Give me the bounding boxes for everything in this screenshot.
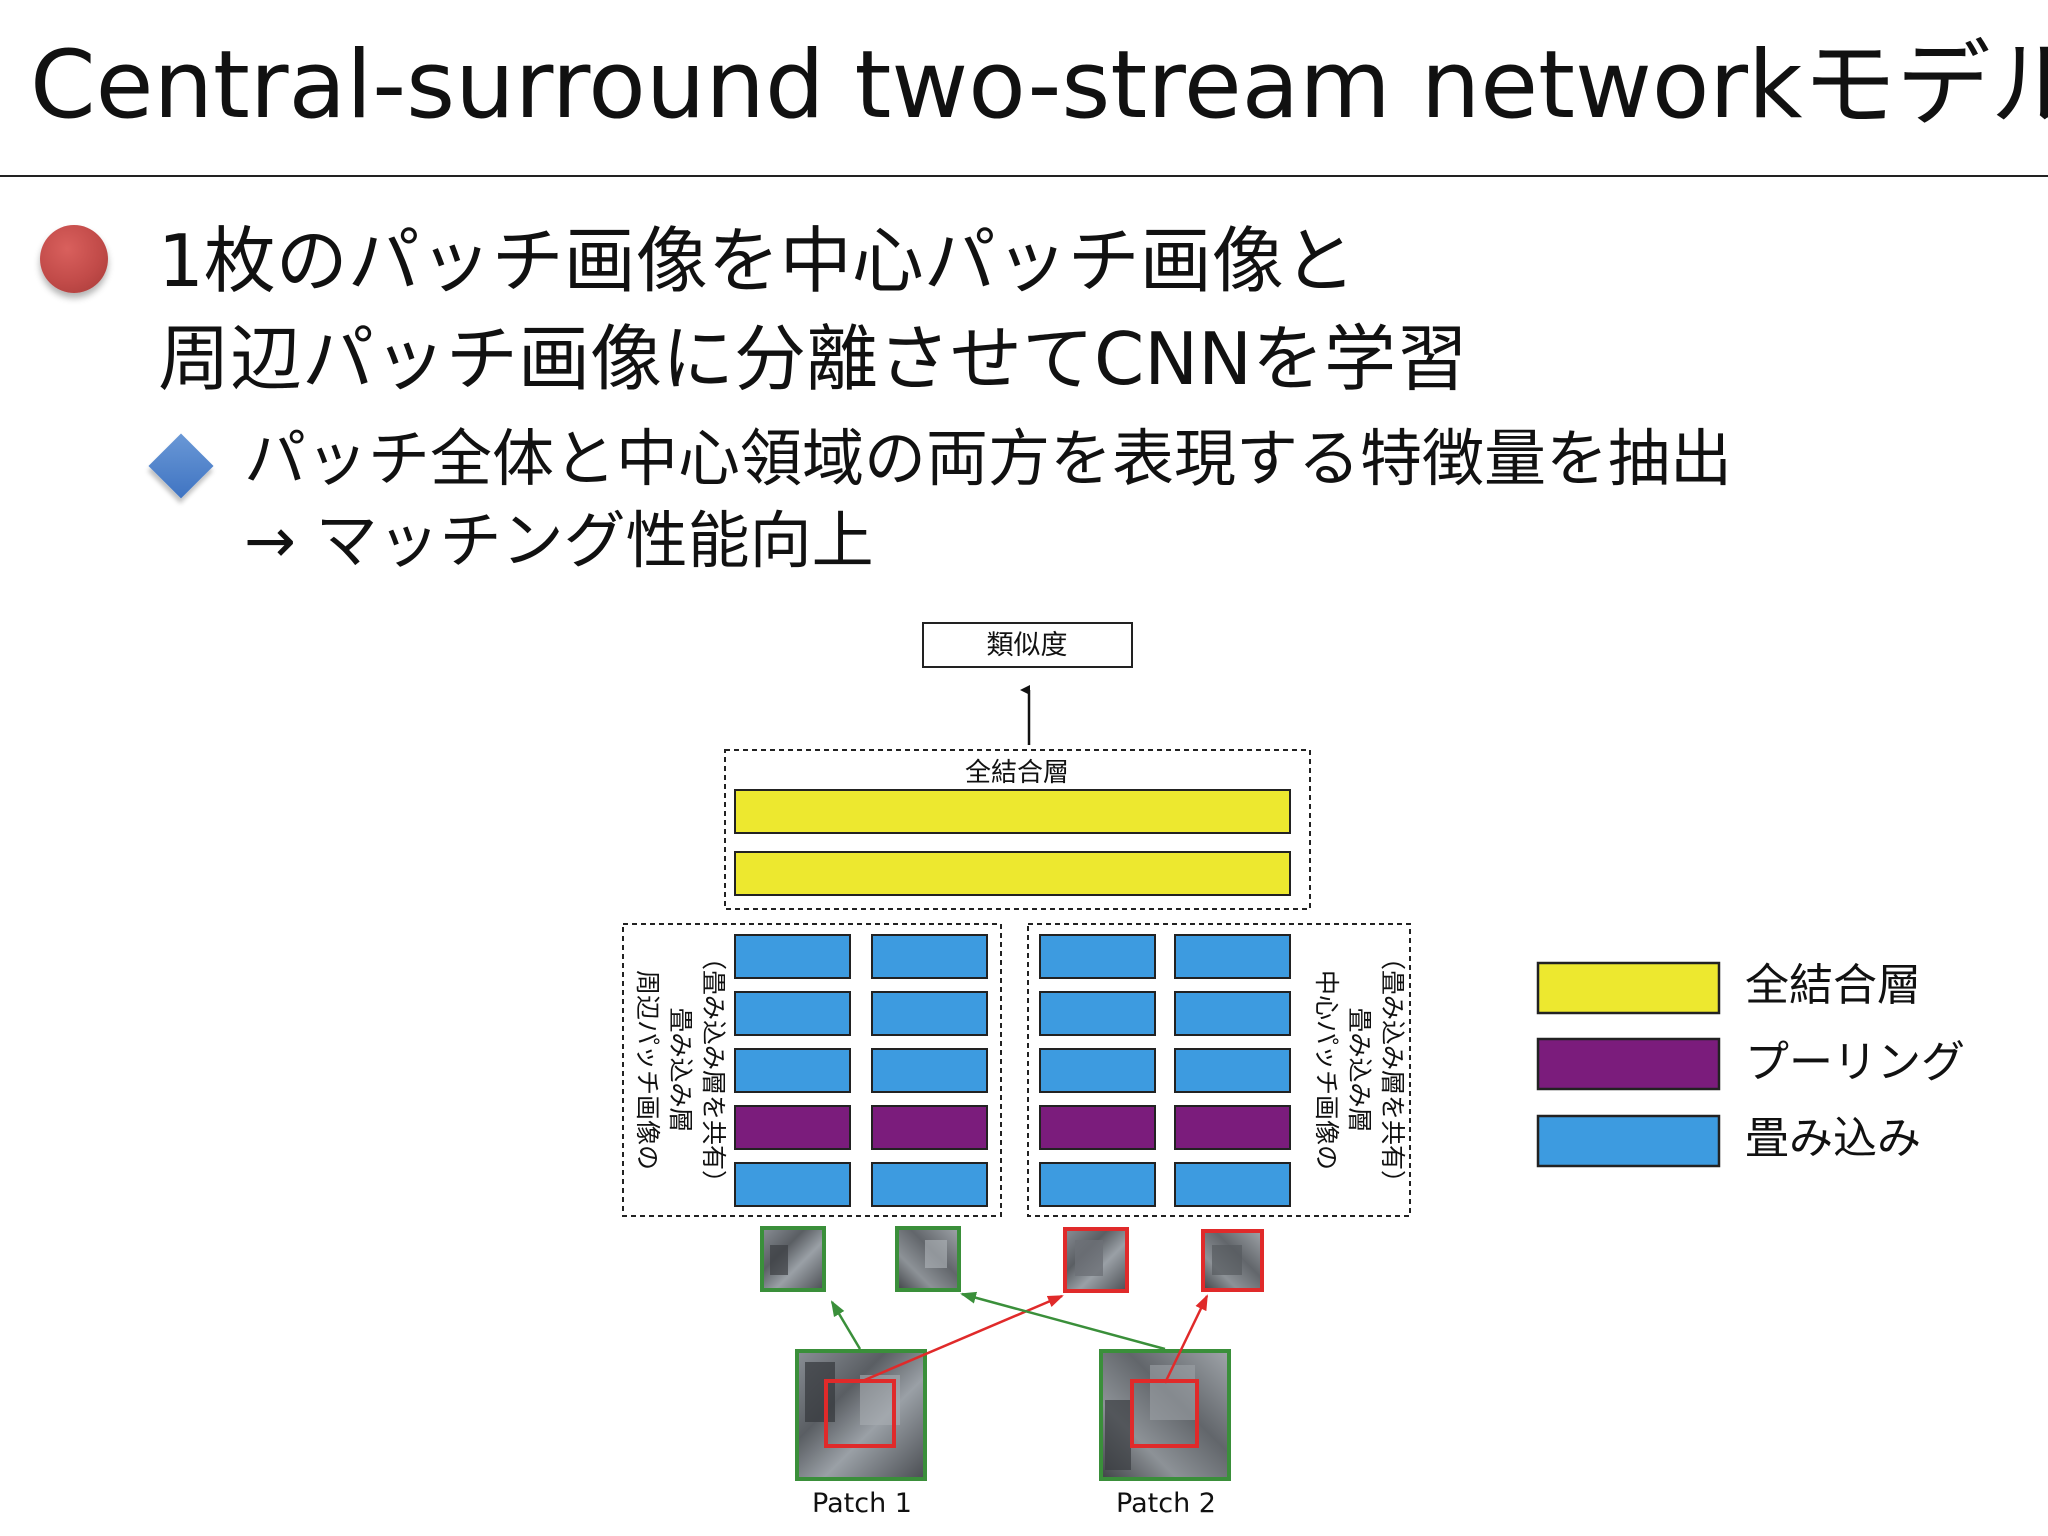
surround-stream-label-2: 畳み込み層 bbox=[666, 1007, 695, 1132]
patch-2-image bbox=[1099, 1349, 1231, 1481]
legend-pooling-swatch bbox=[1536, 1037, 1721, 1091]
center-stream-frame bbox=[1027, 923, 1411, 1217]
center-stream-label-3: （畳み込み層を共有） bbox=[1378, 945, 1407, 1195]
bullet-level1-line2: 周辺パッチ画像に分離させてCNNを学習 bbox=[158, 317, 1468, 401]
similarity-output-label: 類似度 bbox=[987, 630, 1068, 661]
legend-fc-swatch bbox=[1536, 961, 1721, 1015]
center-conv-b3 bbox=[1174, 1048, 1291, 1093]
bullet-level1-line1: 1枚のパッチ画像を中心パッチ画像と bbox=[158, 219, 1356, 303]
center-stream-layers bbox=[1039, 934, 1291, 1207]
fc-block-frame bbox=[724, 749, 1311, 910]
legend: 全結合層 プーリング 畳み込み bbox=[1536, 960, 1965, 1168]
arrow-p2-center bbox=[1163, 1294, 1209, 1384]
arrow-p2-surround bbox=[960, 1291, 1166, 1351]
similarity-output-box bbox=[922, 622, 1133, 668]
center-pool-b bbox=[1174, 1105, 1291, 1150]
surround-conv-a3 bbox=[734, 1048, 851, 1093]
surround-stream-frame bbox=[622, 923, 1002, 1217]
bullet-circle-icon bbox=[40, 225, 108, 293]
arrow-p1-center bbox=[859, 1294, 1064, 1384]
title-divider bbox=[0, 175, 2048, 177]
fc-layer-1 bbox=[734, 789, 1291, 834]
surround-conv-b2 bbox=[871, 991, 988, 1036]
fc-block-label: 全結合層 bbox=[965, 758, 1069, 788]
center-patch-1 bbox=[1063, 1227, 1129, 1293]
fc-layer-2 bbox=[734, 851, 1291, 896]
bullet-level2-line1: パッチ全体と中心領域の両方を表現する特徴量を抽出 bbox=[244, 422, 1733, 495]
surround-conv-a4 bbox=[734, 1162, 851, 1207]
legend-fc-label: 全結合層 bbox=[1745, 960, 1921, 1011]
center-conv-b4 bbox=[1174, 1162, 1291, 1207]
bullet-level1: 1枚のパッチ画像を中心パッチ画像と 周辺パッチ画像に分離させてCNNを学習 bbox=[158, 212, 1468, 408]
surround-stream-label-1: 周辺パッチ画像の bbox=[633, 970, 662, 1170]
surround-conv-a1 bbox=[734, 934, 851, 979]
center-conv-b1 bbox=[1174, 934, 1291, 979]
center-conv-a4 bbox=[1039, 1162, 1156, 1207]
center-conv-a2 bbox=[1039, 991, 1156, 1036]
surround-conv-b3 bbox=[871, 1048, 988, 1093]
surround-conv-b1 bbox=[871, 934, 988, 979]
surround-conv-b4 bbox=[871, 1162, 988, 1207]
legend-conv-label: 畳み込み bbox=[1745, 1113, 1921, 1164]
legend-pooling-label: プーリング bbox=[1745, 1037, 1965, 1088]
center-conv-b2 bbox=[1174, 991, 1291, 1036]
center-stream-label-2: 畳み込み層 bbox=[1345, 1007, 1374, 1132]
legend-conv-swatch bbox=[1536, 1114, 1721, 1168]
patch-1-label: Patch 1 bbox=[812, 1488, 912, 1519]
center-stream-label-1: 中心パッチ画像の bbox=[1312, 970, 1341, 1170]
surround-pool-b bbox=[871, 1105, 988, 1150]
arrow-p1-surround bbox=[830, 1300, 862, 1350]
center-conv-a3 bbox=[1039, 1048, 1156, 1093]
center-patch-2 bbox=[1201, 1229, 1264, 1292]
bullet-level2-line2: → マッチング性能向上 bbox=[244, 504, 874, 577]
patch-1-image bbox=[795, 1349, 927, 1481]
surround-pool-a bbox=[734, 1105, 851, 1150]
bullet-level2: パッチ全体と中心領域の両方を表現する特徴量を抽出 → マッチング性能向上 bbox=[244, 418, 1732, 582]
center-pool-a bbox=[1039, 1105, 1156, 1150]
center-conv-a1 bbox=[1039, 934, 1156, 979]
patch-2-label: Patch 2 bbox=[1116, 1488, 1216, 1519]
surround-patch-1 bbox=[760, 1226, 826, 1292]
surround-conv-a2 bbox=[734, 991, 851, 1036]
slide-title: Central-surround two-stream networkモデル bbox=[30, 31, 2048, 140]
surround-patch-2 bbox=[895, 1226, 961, 1292]
surround-stream-layers bbox=[734, 934, 988, 1207]
surround-stream-label-3: （畳み込み層を共有） bbox=[699, 945, 728, 1195]
